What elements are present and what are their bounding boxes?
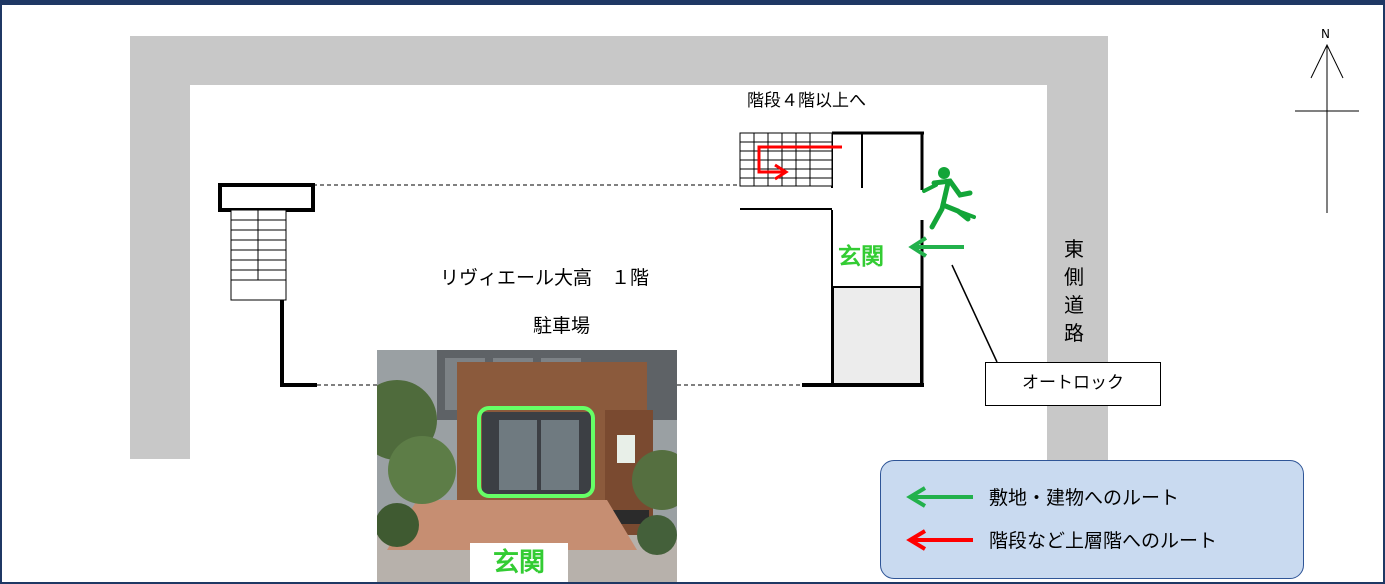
building-floor-title: リヴィエール大高 １階 [440, 267, 650, 289]
parking-label: 駐車場 [533, 315, 591, 337]
east-road-label: 東側道路 [1064, 237, 1084, 345]
site-boundary [130, 36, 1108, 459]
running-man-icon [922, 167, 976, 230]
entrance-label: 玄関 [838, 244, 884, 270]
route-legend: 敷地・建物へのルート 階段など上層階へのルート [880, 460, 1304, 579]
north-label: N [1321, 27, 1330, 41]
legend-label: 階段など上層階へのルート [989, 530, 1218, 552]
green-arrow-left-icon [906, 486, 973, 508]
storage-room [832, 286, 922, 385]
west-stair-landing [218, 183, 315, 212]
red-arrow-left-icon [906, 529, 973, 551]
photo-caption: 玄関 [470, 543, 568, 582]
west-stair [230, 209, 287, 301]
green-route-arrow [908, 236, 964, 258]
stairs-label: 階段４階以上へ [747, 91, 866, 111]
upper-stair [739, 132, 833, 187]
red-route-arrow [757, 145, 842, 181]
map-drawing [130, 36, 1359, 460]
north-arrow-icon [1295, 43, 1359, 213]
autolock-callout: オートロック [985, 362, 1161, 406]
legend-label: 敷地・建物へのルート [989, 487, 1180, 509]
autolock-pointer [951, 264, 998, 363]
